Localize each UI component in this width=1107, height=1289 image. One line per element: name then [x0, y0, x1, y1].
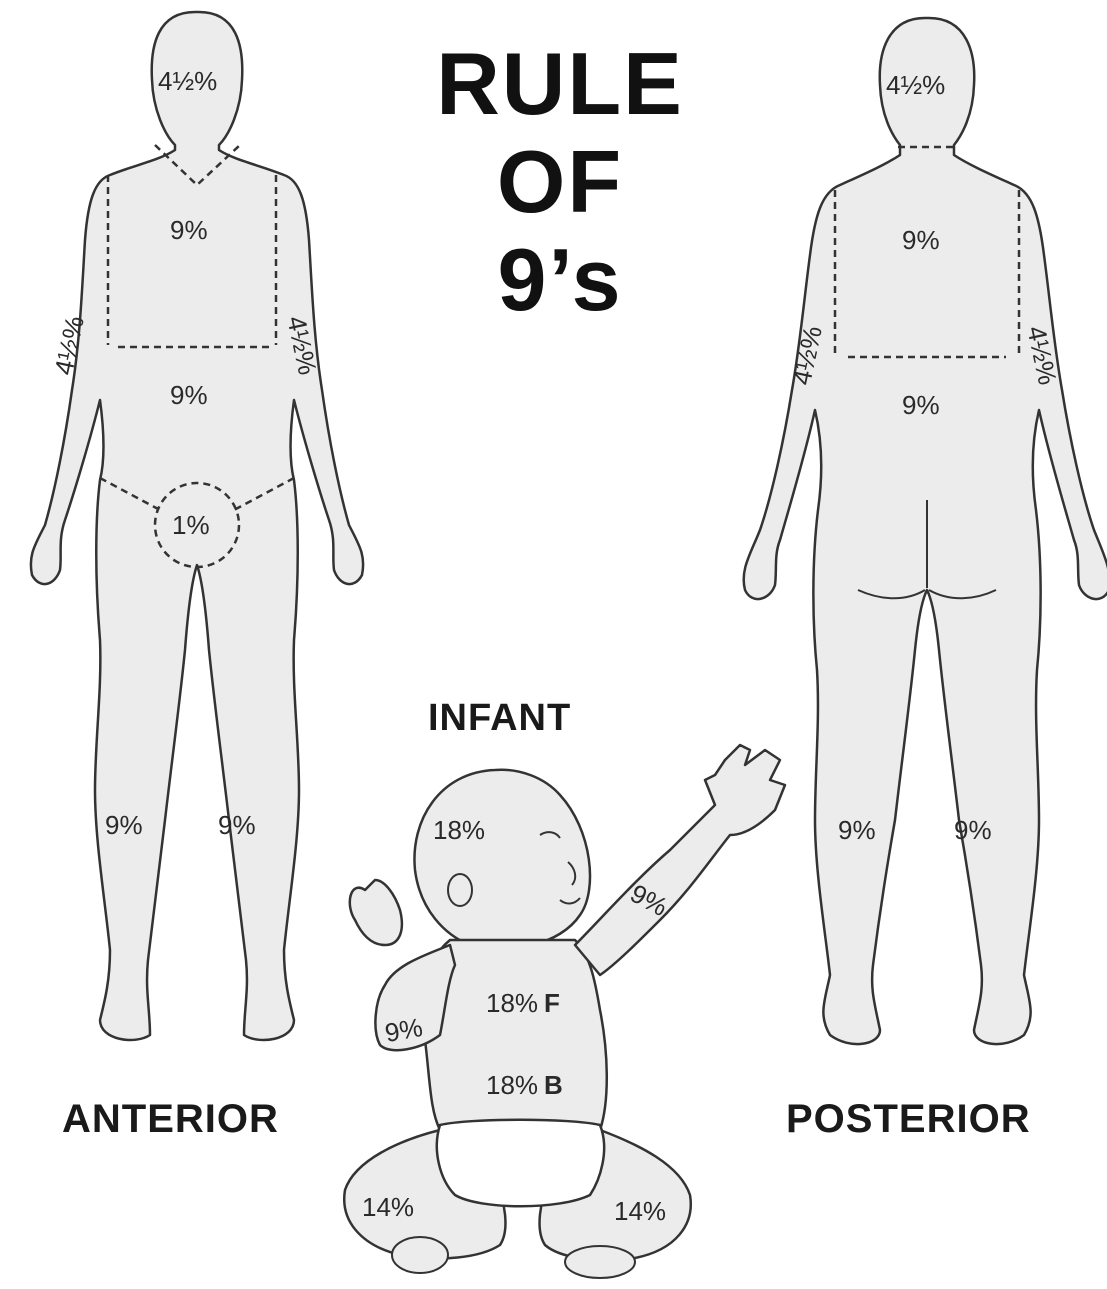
posterior-right-leg-pct: 9%	[954, 815, 992, 846]
posterior-label: POSTERIOR	[786, 1097, 1031, 1142]
infant-right-leg-pct: 14%	[614, 1196, 666, 1227]
posterior-head-pct: 4½%	[886, 70, 945, 101]
anterior-head-pct: 4½%	[158, 66, 217, 97]
posterior-left-leg-pct: 9%	[838, 815, 876, 846]
anterior-genitals-pct: 1%	[172, 510, 210, 541]
infant-diaper	[437, 1120, 604, 1207]
anterior-left-leg-pct: 9%	[105, 810, 143, 841]
title-line-2: OF	[420, 138, 700, 226]
infant-front-torso-pct: 18%	[486, 988, 538, 1018]
infant-front-letter: F	[544, 988, 560, 1018]
posterior-lower-back-pct: 9%	[902, 390, 940, 421]
infant-front-torso: 18%F	[486, 988, 560, 1019]
anterior-right-leg-pct: 9%	[218, 810, 256, 841]
infant-lower-arm-pct: 9%	[383, 1012, 425, 1049]
infant-label: INFANT	[428, 697, 571, 740]
infant-head-shape	[414, 770, 590, 949]
posterior-figure	[744, 18, 1107, 1044]
infant-back-torso-pct: 18%	[486, 1070, 538, 1100]
anterior-abdomen-pct: 9%	[170, 380, 208, 411]
title-line-3: 9’s	[420, 236, 700, 324]
infant-back-letter: B	[544, 1070, 563, 1100]
infant-back-torso: 18%B	[486, 1070, 563, 1101]
title-line-1: RULE	[420, 40, 700, 128]
anterior-chest-pct: 9%	[170, 215, 208, 246]
posterior-upper-back-pct: 9%	[902, 225, 940, 256]
infant-left-leg-pct: 14%	[362, 1192, 414, 1223]
infant-raised-arm-shape	[575, 745, 785, 975]
infant-head-pct: 18%	[433, 815, 485, 846]
anterior-label: ANTERIOR	[62, 1097, 279, 1142]
infant-lower-hand-shape	[350, 880, 402, 945]
